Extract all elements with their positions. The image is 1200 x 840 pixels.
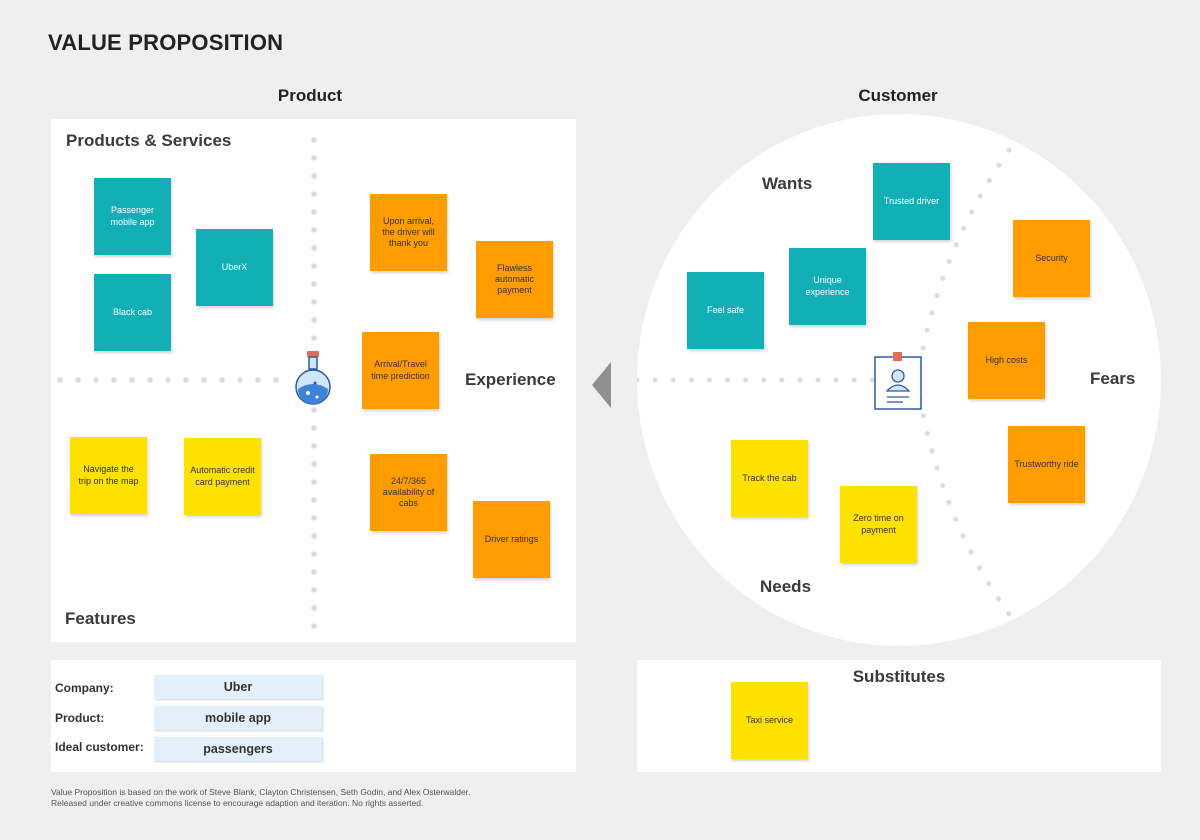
- sticky-note[interactable]: Unique experience: [789, 248, 866, 325]
- sticky-note[interactable]: Black cab: [94, 274, 171, 351]
- customer-canvas: Wants Fears Needs Trusted driver Unique …: [637, 114, 1161, 646]
- sticky-note[interactable]: High costs: [968, 322, 1045, 399]
- product-label: Product:: [55, 711, 105, 725]
- id-badge-icon: [874, 351, 924, 411]
- products-services-label: Products & Services: [66, 131, 232, 150]
- needs-label: Needs: [760, 577, 812, 596]
- sticky-note[interactable]: Navigate the trip on the map: [70, 437, 147, 514]
- footer-note: Value Proposition is based on the work o…: [51, 787, 751, 810]
- sticky-note[interactable]: Trustworthy ride: [1008, 426, 1085, 503]
- horizontal-divider: [51, 377, 281, 383]
- fears-label: Fears: [1090, 369, 1136, 388]
- sticky-note[interactable]: Arrival/Travel time prediction: [362, 332, 439, 409]
- ideal-customer-label: Ideal customer:: [55, 740, 144, 754]
- info-panel: Company: Uber Product: mobile app Ideal …: [51, 660, 576, 772]
- sticky-note[interactable]: Track the cab: [731, 440, 808, 517]
- arrow-left-icon: [592, 362, 612, 408]
- footer-line: Value Proposition is based on the work o…: [51, 787, 471, 797]
- page-title: VALUE PROPOSITION: [48, 30, 284, 55]
- sticky-note[interactable]: Feel safe: [687, 272, 764, 349]
- substitutes-label: Substitutes: [852, 667, 946, 686]
- sticky-note[interactable]: Automatic credit card payment: [184, 438, 261, 515]
- sticky-note[interactable]: Security: [1013, 220, 1090, 297]
- sticky-note[interactable]: Passenger mobile app: [94, 178, 171, 255]
- potion-flask-icon: [293, 349, 333, 409]
- sticky-note[interactable]: Driver ratings: [473, 501, 550, 578]
- sticky-note[interactable]: 24/7/365 availability of cabs: [370, 454, 447, 531]
- customer-dividers: [637, 147, 1012, 617]
- footer-line: Released under creative commons license …: [51, 798, 424, 809]
- company-label: Company:: [55, 681, 114, 695]
- substitutes-panel: Substitutes Taxi service: [637, 660, 1161, 772]
- customer-column-heading: Customer: [858, 86, 938, 105]
- product-column-heading: Product: [277, 86, 343, 105]
- sticky-note[interactable]: Upon arrival, the driver will thank you: [370, 194, 447, 271]
- company-field[interactable]: Uber: [154, 675, 322, 699]
- sticky-note[interactable]: Taxi service: [731, 682, 808, 759]
- experience-label: Experience: [465, 370, 556, 389]
- sticky-note[interactable]: Flawless automatic payment: [476, 241, 553, 318]
- wants-label: Wants: [762, 174, 813, 193]
- ideal-customer-field[interactable]: passengers: [154, 737, 322, 761]
- product-field[interactable]: mobile app: [154, 706, 322, 730]
- product-canvas: Products & Services Features Experience …: [51, 119, 576, 642]
- sticky-note[interactable]: Trusted driver: [873, 163, 950, 240]
- features-label: Features: [65, 609, 136, 628]
- sticky-note[interactable]: Zero time on payment: [840, 486, 917, 563]
- sticky-note[interactable]: UberX: [196, 229, 273, 306]
